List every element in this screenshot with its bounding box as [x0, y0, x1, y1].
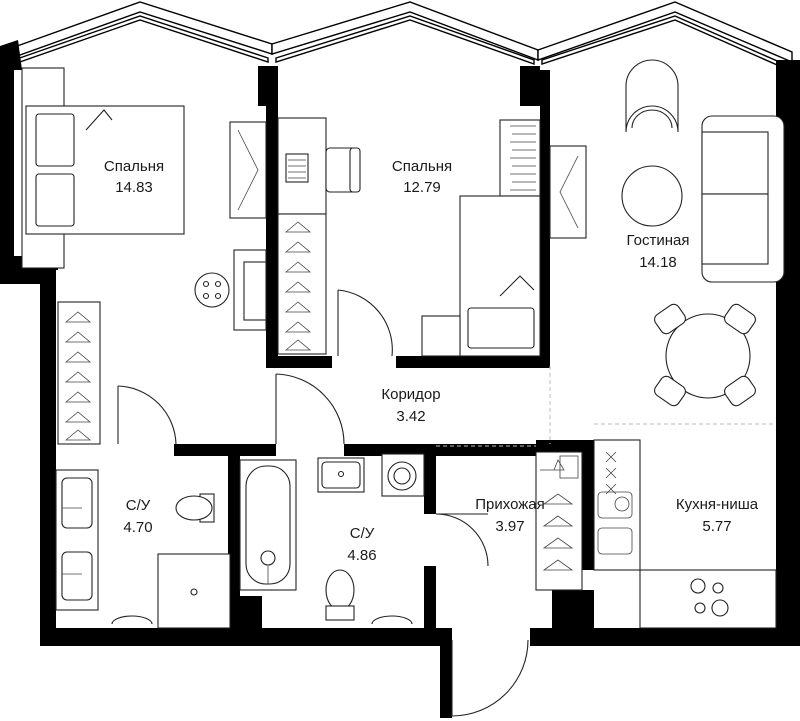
hallway-name: Прихожая	[475, 496, 545, 513]
kitchen-niche-name: Кухня-ниша	[676, 496, 759, 513]
side-table-bedroom-2	[421, 315, 461, 357]
bedroom-1-name: Спальня	[104, 158, 164, 175]
bathroom-2-area: 4.86	[347, 547, 376, 564]
wardrobe-bedroom-2	[277, 213, 327, 355]
living-room-name: Гостиная	[627, 232, 690, 249]
shelf-unit	[499, 119, 541, 197]
bedroom-2-name: Спальня	[392, 158, 452, 175]
double-sink-bath-1	[55, 469, 99, 611]
bathroom-2-name: С/У	[350, 525, 375, 542]
shower-tray-bath-1	[111, 553, 231, 629]
double-bed	[21, 67, 185, 269]
room-labels: Спальня 14.83 Спальня 12.79 Гостиная 14.…	[104, 158, 759, 564]
tv-unit	[549, 145, 587, 239]
kitchen-niche-area: 5.77	[702, 518, 731, 535]
bathroom-1-name: С/У	[126, 497, 151, 514]
bathroom-1-area: 4.70	[123, 519, 152, 536]
sofa	[701, 115, 785, 283]
corridor-area: 3.42	[396, 408, 425, 425]
hallway-area: 3.97	[495, 518, 524, 535]
hallway-wardrobe	[535, 451, 583, 591]
desk-with-chair	[277, 117, 361, 215]
desk-bedroom-1	[229, 121, 267, 219]
toilet-bath-2	[325, 569, 413, 625]
kitchen-counter	[593, 439, 641, 571]
washing-machine	[381, 453, 425, 497]
wardrobe-bedroom-1	[57, 301, 101, 445]
single-bed	[459, 195, 541, 357]
cooktop	[639, 569, 777, 629]
toilet-bath-1	[175, 493, 215, 523]
corridor-name: Коридор	[381, 386, 440, 403]
window-frames	[5, 1, 793, 70]
bathtub	[239, 459, 297, 591]
zone-dividers	[436, 366, 776, 447]
armchair	[625, 59, 679, 133]
nightstand	[233, 249, 267, 331]
bedroom-2-area: 12.79	[403, 179, 441, 196]
living-room-area: 14.18	[639, 254, 677, 271]
coffee-table	[621, 165, 683, 227]
round-stool	[194, 272, 230, 308]
sink-bath-2	[317, 457, 365, 493]
doors	[117, 289, 529, 717]
dining-table	[654, 303, 756, 407]
bedroom-1-area: 14.83	[115, 179, 153, 196]
